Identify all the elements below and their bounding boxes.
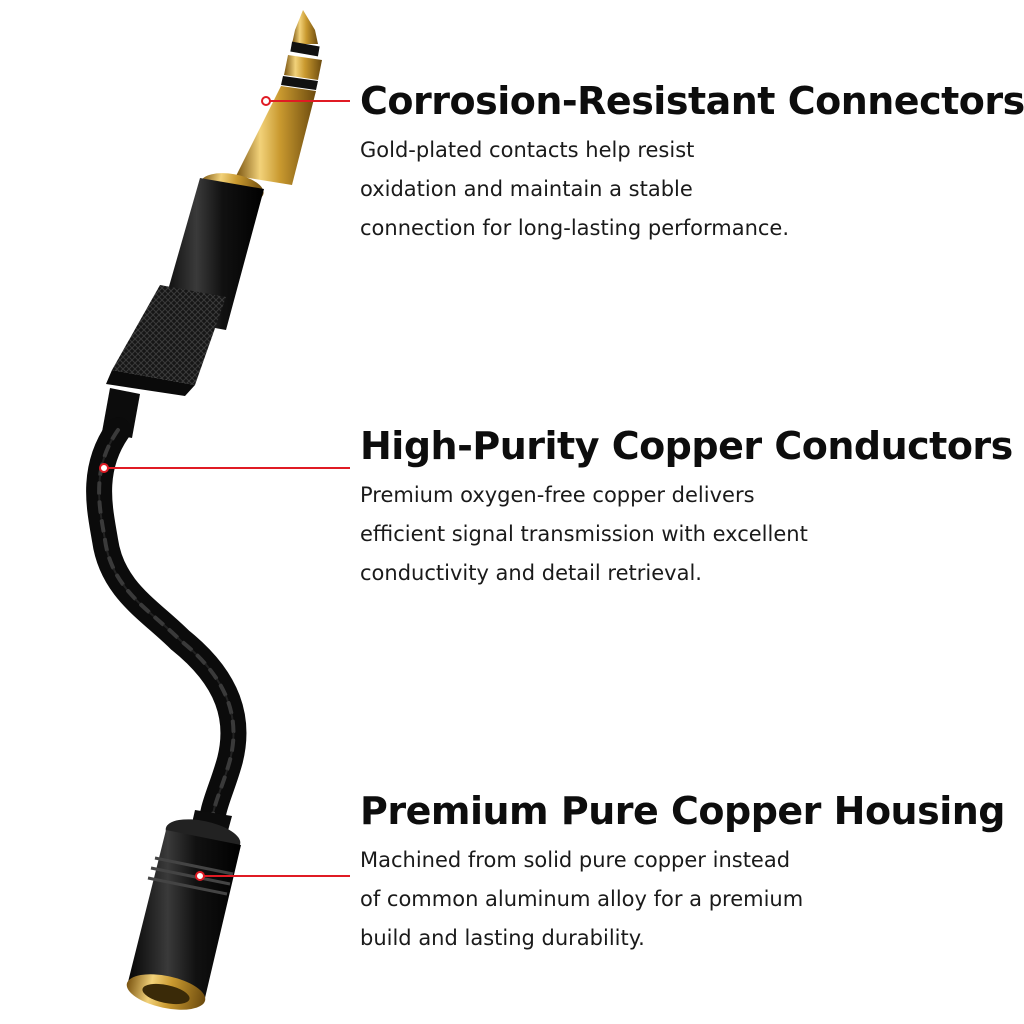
callout-leaders	[99, 96, 350, 881]
description-line: conductivity and detail retrieval.	[360, 561, 702, 585]
leader-dot-1	[261, 96, 271, 106]
feature-description: Machined from solid pure copper instead …	[360, 841, 1010, 958]
braided-cable-icon	[86, 417, 247, 843]
feature-title: High-Purity Copper Conductors	[360, 424, 1013, 468]
feature-title: Premium Pure Copper Housing	[360, 789, 1006, 833]
leader-dot-2	[99, 463, 109, 473]
feature-block-conductors: High-Purity Copper Conductors Premium ox…	[360, 424, 1013, 593]
feature-title: Corrosion-Resistant Connectors	[360, 79, 1024, 123]
feature-description: Premium oxygen-free copper delivers effi…	[360, 476, 1010, 593]
description-line: oxidation and maintain a stable	[360, 177, 693, 201]
description-line: Machined from solid pure copper instead	[360, 848, 791, 872]
feature-block-housing: Premium Pure Copper Housing Machined fro…	[360, 789, 1010, 958]
description-line: Gold-plated contacts help resist	[360, 138, 695, 162]
description-line: Premium oxygen-free copper delivers	[360, 483, 755, 507]
leader-dot-3	[195, 871, 205, 881]
female-jack-3-5mm-icon	[126, 810, 241, 1010]
description-line: efficient signal transmission with excel…	[360, 522, 808, 546]
description-line: build and lasting durability.	[360, 926, 645, 950]
description-line: of common aluminum alloy for a premium	[360, 887, 804, 911]
trs-plug-6-35mm-icon	[102, 10, 322, 438]
feature-description: Gold-plated contacts help resist oxidati…	[360, 131, 1010, 248]
feature-block-connectors: Corrosion-Resistant Connectors Gold-plat…	[360, 79, 1024, 248]
description-line: connection for long-lasting performance.	[360, 216, 790, 240]
